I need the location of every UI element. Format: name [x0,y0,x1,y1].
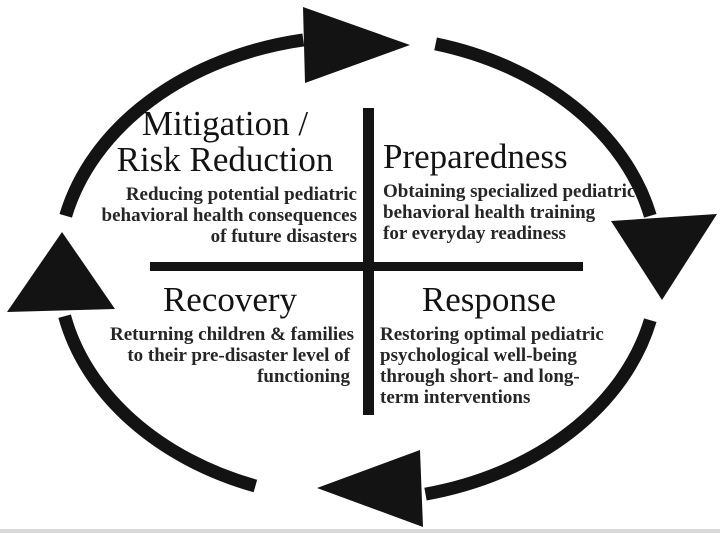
cycle-arc-top-right [434,37,657,218]
mitigation-description-line1: Reducing potential pediatric [125,184,357,205]
mitigation-description: Reducing potential pediatric behavioral … [93,184,357,247]
mitigation-description-line3: of future disasters [210,226,357,247]
recovery-description: Returning children & families to their p… [110,324,355,387]
cycle-arrow-left-icon [7,232,115,312]
recovery-heading: Recovery [162,280,298,319]
image-bottom-edge [0,529,720,533]
cycle-arrow-bottom-icon [317,450,423,527]
preparedness-description: Obtaining specialized pediatric behavior… [383,181,636,244]
preparedness-description-line3: for everyday readiness [383,223,566,244]
recovery-description-line3: functioning [257,366,350,387]
quadrant-preparedness: Preparedness Obtaining specialized pedia… [383,137,636,245]
preparedness-description-line2: behavioral health training [383,202,596,223]
cycle-arc-bottom-left [58,314,258,493]
preparedness-heading: Preparedness [383,137,568,176]
cycle-arrow-right-icon [611,214,717,300]
response-description-line3: through short- and long- [380,366,580,387]
recovery-description-line2: to their pre-disaster level of [127,345,350,366]
preparedness-description-line1: Obtaining specialized pediatric [383,181,636,202]
mitigation-heading-line2: Risk Reduction [116,140,334,179]
response-description-line4: term interventions [380,387,531,408]
cycle-arrow-top-icon [303,7,410,83]
mitigation-heading-line1: Mitigation / [141,104,309,143]
mitigation-description-line2: behavioral health consequences [101,205,357,226]
mitigation-heading: Mitigation / Risk Reduction [93,106,357,178]
response-description: Restoring optimal pediatric psychologica… [380,324,604,408]
response-description-line1: Restoring optimal pediatric [380,324,604,345]
quadrant-recovery: Recovery Returning children & families t… [110,280,355,388]
response-heading: Response [421,280,557,319]
recovery-description-line1: Returning children & families [110,324,355,345]
quadrant-mitigation: Mitigation / Risk Reduction Reducing pot… [93,106,357,248]
cycle-arc-top-left [59,33,305,218]
quadrant-response: Response Restoring optimal pediatric psy… [380,280,604,409]
response-description-line2: psychological well-being [380,345,577,366]
quadrant-divider-vertical [363,108,374,415]
cycle-arc-bottom-right [424,318,657,501]
